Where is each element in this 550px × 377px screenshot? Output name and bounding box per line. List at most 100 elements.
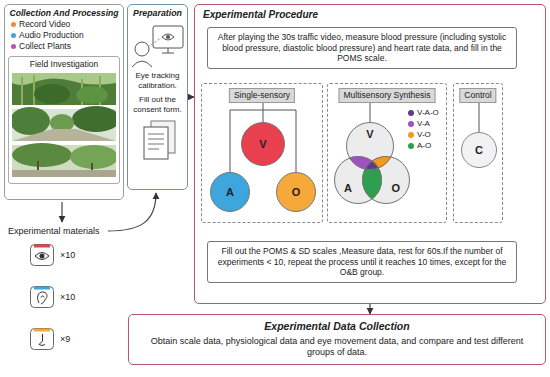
process-panel: Experimental Data CollectionObtain scale… [128,314,546,365]
ear-icon [38,292,47,304]
nose-icon [34,329,50,332]
circle-letter: O [391,182,400,195]
tree-lines [230,103,296,172]
flow-connector [369,304,370,314]
step-text: Fill out the consent form. [131,95,184,115]
venn-figure [328,84,446,222]
panel-title: Experimental Procedure [203,9,537,21]
legend-text: A-O [417,141,431,151]
count-label: ×9 [60,334,70,345]
venn-circle: V [346,122,394,170]
photo [34,84,70,104]
panel-title: Preparation [131,8,184,19]
eye-tracking-figure [162,34,174,40]
count-label: ×10 [60,292,75,303]
sense-circle: A [210,172,250,212]
step-text: Eye tracking calibration. [131,71,184,91]
photo [12,73,116,105]
venn-figure [362,156,410,204]
ear-icon [31,287,54,308]
process-panel: Preparation Eye tracking calibration. Fil… [127,4,188,190]
field-box: Field Investigation [8,56,120,184]
body-text: Obtain scale data, physiological data an… [139,336,535,358]
legend-text: V-O [417,130,431,140]
legend-swatch [408,132,414,138]
consent-form-figure [144,127,168,159]
legend-text: V-A [417,119,430,129]
venn-circle: A [334,156,382,204]
sense-circle: V [241,122,285,166]
group-label: Multisensory Synthesis [339,88,436,103]
eye-icon [34,245,50,248]
ear-icon [34,287,50,290]
ear-icon [31,287,54,308]
photo [12,143,72,167]
nose-icon [31,329,54,350]
materials-label: Experimental materials [8,226,100,237]
legend-row: V-O [408,130,439,140]
eye-tracking-figure [135,42,149,56]
eye-tracking-figure [162,48,174,53]
bullet-item: Collect Plants [8,41,120,52]
venn-figure [362,156,410,204]
legend-text: V-A-O [417,108,439,118]
group-box: ControlC [453,83,503,223]
group-box: Single-sensoryV A O [201,83,323,223]
photo [12,106,116,141]
photo [12,143,116,177]
circle-letter: V [366,128,373,141]
eye-tracking-figure [131,22,186,68]
legend-row: A-O [408,141,439,151]
circle-letter: C [475,144,483,157]
process-panel: Experimental ProcedureAfter playing the … [194,4,546,304]
nose-icon [31,329,54,350]
eye-tracking-figure [132,61,152,67]
consent-form-figure [148,134,164,149]
group-label: Control [459,88,496,103]
process-box: Fill out the POMS & SD scales ,Measure d… [207,241,517,283]
eye-icon [40,254,45,259]
nose-icon [39,334,45,346]
circle-letter: A [344,182,352,195]
circle-letter: V [259,138,266,151]
tree-line [370,103,371,122]
legend-row: V-A-O [408,108,439,118]
ear-icon [41,296,44,298]
consent-form-figure [131,119,186,163]
eye-icon [35,253,49,260]
control-circle: C [461,132,497,168]
eye-tracking-figure [153,26,183,48]
legend: V-A-OV-AV-OA-O [408,108,439,152]
process-box: After playing the 30s traffic video, mea… [207,27,517,69]
photo [76,86,108,104]
bullet-item: Record Video [8,19,120,30]
venn-figure [362,156,410,204]
panel-title: Experimental Data Collection [139,320,535,333]
group-label: Single-sensory [229,88,295,103]
venn-figure [362,156,410,204]
group-box: Multisensory SynthesisV A O V-A-OV-AV-OA-O [327,83,447,223]
step-text: Fill out the POMS & SD scales ,Measure d… [214,246,510,278]
venn-figure [362,156,410,204]
eye-tracking-figure [166,35,170,39]
photo [72,106,116,132]
eye-icon [31,245,54,266]
eye-icon [31,245,54,266]
legend-swatch [408,121,414,127]
circle-letter: A [226,186,234,199]
eye-tracking-figure [148,38,161,47]
field-photos [12,73,116,177]
count-label: ×10 [60,250,75,261]
step-text: After playing the 30s traffic video, mea… [214,32,510,64]
bullet-item: Audio Production [8,30,120,41]
process-panel: Collection And ProcessingRecord VideoAud… [4,4,124,200]
venn-circle: O [362,156,410,204]
sense-circle: O [276,172,316,212]
legend-row: V-A [408,119,439,129]
legend-swatch [408,110,414,116]
flow-arrow [61,202,62,222]
legend-swatch [408,143,414,149]
box-label: Field Investigation [12,59,116,70]
panel-title: Collection And Processing [8,8,120,19]
photo [12,73,116,105]
